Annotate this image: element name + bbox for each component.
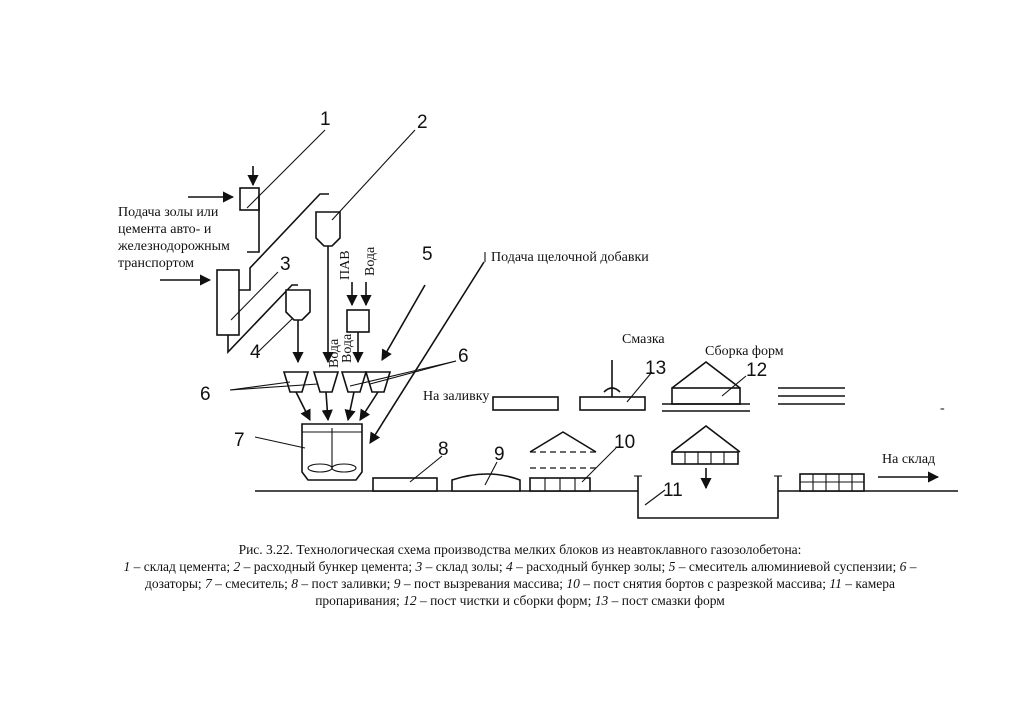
assembly-label: Сборка форм: [705, 344, 784, 359]
ash-hopper: 4: [250, 289, 311, 364]
dispensers: 6 6: [200, 346, 469, 422]
cement-hopper: 2 Вода: [315, 112, 428, 368]
supply-label: Подача золы или цемента авто- и железнод…: [117, 205, 230, 271]
label-10: 10: [614, 432, 635, 453]
main-mixer: 7: [234, 423, 363, 481]
legend-text-12: – пост чистки и сборки форм;: [416, 593, 595, 608]
label-13: 13: [645, 358, 666, 379]
legend-text-13: – пост смазки форм: [608, 593, 725, 608]
legend-number-1: 1: [123, 559, 131, 574]
supply-line-2: цемента авто- и: [118, 222, 212, 237]
legend-number-4: 4: [506, 559, 513, 574]
label-6-left: 6: [200, 384, 211, 405]
label-9: 9: [494, 444, 505, 465]
legend-number-5: 5: [668, 559, 676, 574]
legend-number-12: 12: [403, 593, 417, 608]
production-line: 8 9 10 11 На склад: [255, 424, 958, 519]
alkaline-label: Подача щелочной добавки: [491, 250, 649, 265]
legend-number-6: 6: [899, 559, 907, 574]
legend-number-9: 9: [393, 576, 401, 591]
legend-number-13: 13: [594, 593, 609, 608]
form-assembly: Сборка форм 12 -: [662, 344, 945, 416]
legend-text-5: – смеситель алюминиевой суспензии;: [675, 559, 900, 574]
legend-text-6: – дозаторы;: [145, 559, 917, 591]
label-7: 7: [234, 430, 245, 451]
legend-text-8: – пост заливки;: [298, 576, 394, 591]
voda-mid-label: Вода: [327, 338, 342, 368]
casting-line: На заливку Смазка 13: [423, 332, 666, 411]
water-top-label: Вода: [363, 246, 378, 276]
label-4: 4: [250, 342, 261, 363]
legend-text-10: – пост снятия бортов с разрезкой массива…: [579, 576, 830, 591]
figure-caption: Рис. 3.22. Технологическая схема произво…: [120, 541, 920, 609]
cement-storage: 1: [188, 109, 331, 253]
label-3: 3: [280, 254, 291, 275]
label-1: 1: [320, 109, 331, 130]
legend-number-8: 8: [291, 576, 299, 591]
label-5: 5: [422, 244, 433, 265]
legend-text-9: – пост вызревания массива;: [400, 576, 567, 591]
legend-text-11: – камера пропаривания;: [315, 576, 895, 608]
to-casting-label: На заливку: [423, 389, 489, 404]
legend-number-3: 3: [415, 559, 423, 574]
legend-number-2: 2: [233, 559, 241, 574]
caption-legend: 1 – склад цемента; 2 – расходный бункер …: [120, 558, 920, 609]
label-6-right: 6: [458, 346, 469, 367]
supply-line-3: железнодорожным: [117, 239, 230, 254]
lubrication-label: Смазка: [622, 332, 665, 347]
caption-title: Рис. 3.22. Технологическая схема произво…: [238, 542, 802, 557]
supply-line-4: транспортом: [118, 256, 194, 271]
water-mid-label: Вода: [340, 333, 355, 363]
label-2: 2: [417, 112, 428, 133]
to-storage-label: На склад: [882, 452, 935, 467]
legend-text-4: – расходный бункер золы;: [512, 559, 669, 574]
label-8: 8: [438, 439, 449, 460]
legend-number-11: 11: [829, 576, 842, 591]
alkaline-supply: Подача щелочной добавки: [369, 250, 649, 444]
legend-number-10: 10: [566, 576, 580, 591]
legend-text-7: – смеситель;: [211, 576, 292, 591]
legend-text-2: – расходный бункер цемента;: [240, 559, 416, 574]
pav-label: ПАВ: [338, 250, 353, 280]
label-12: 12: [746, 360, 767, 381]
ash-storage: 3: [160, 193, 329, 354]
legend-number-7: 7: [205, 576, 212, 591]
legend-text-3: – склад золы;: [422, 559, 506, 574]
legend-text-1: – склад цемента;: [130, 559, 234, 574]
small-mark: -: [940, 401, 945, 416]
aluminum-mixer: ПАВ Вода Вода 5: [338, 244, 433, 364]
label-11: 11: [663, 480, 683, 501]
supply-line-1: Подача золы или: [118, 205, 219, 220]
